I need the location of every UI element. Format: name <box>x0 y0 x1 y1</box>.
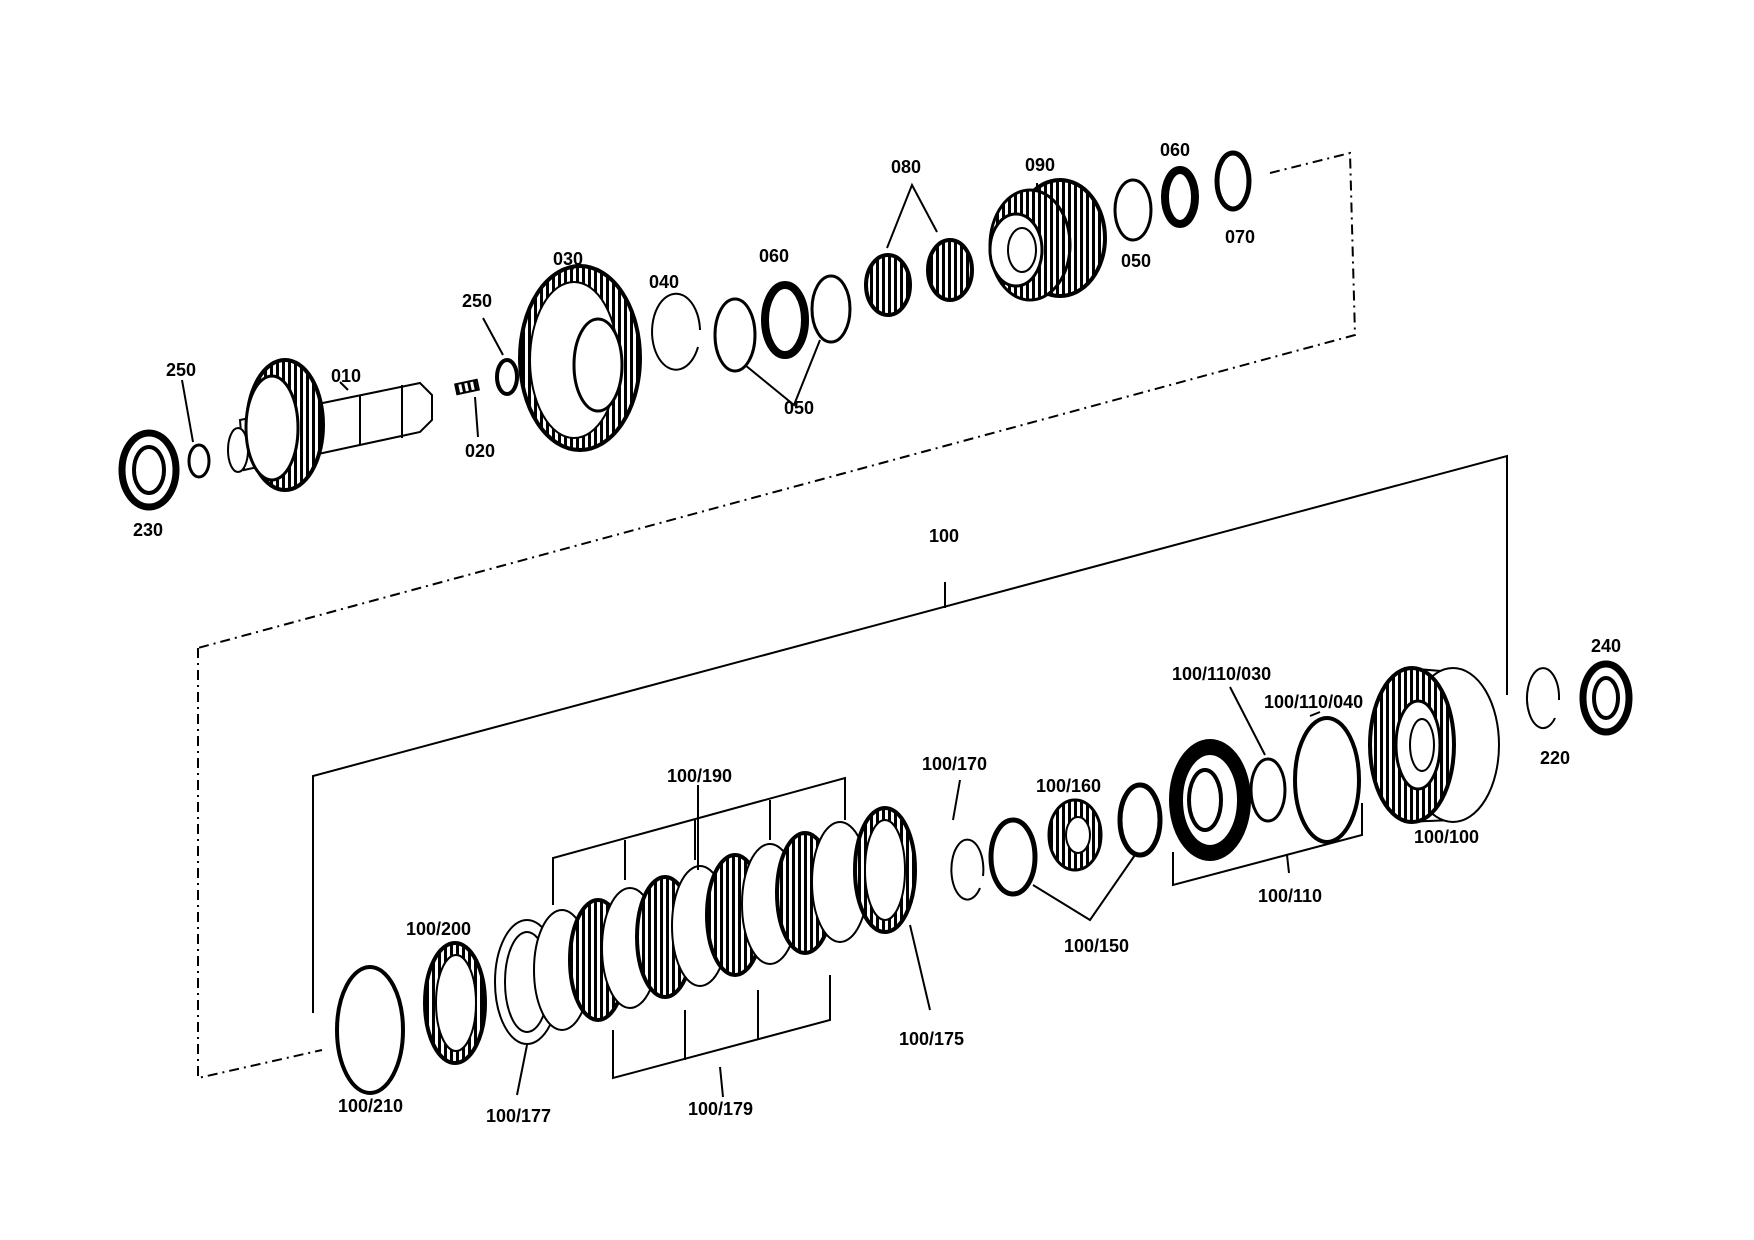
part-230-bearing <box>118 429 180 511</box>
label-100-200: 100/200 <box>406 919 471 939</box>
part-240-bearing <box>1579 660 1633 736</box>
part-100-100-clutch-drum <box>1368 666 1500 824</box>
part-100-150-plate-a <box>988 817 1038 897</box>
leader-030 <box>570 267 574 273</box>
label-010: 010 <box>331 366 361 386</box>
label-090: 090 <box>1025 155 1055 175</box>
part-250-ring-b <box>495 358 519 396</box>
label-100-190: 100/190 <box>667 766 732 786</box>
label-100-100: 100/100 <box>1414 827 1479 847</box>
leader-100-175 <box>909 924 931 1011</box>
leader-100-177 <box>516 1044 528 1096</box>
leader-100-110 <box>1286 854 1290 874</box>
bracket-100-110 <box>1172 803 1363 887</box>
part-050-shim-c <box>1113 178 1153 242</box>
label-250a: 250 <box>166 360 196 380</box>
label-060b: 060 <box>1160 140 1190 160</box>
label-230: 230 <box>133 520 163 540</box>
bracket-100-179 <box>612 975 831 1080</box>
label-100-179: 100/179 <box>688 1099 753 1119</box>
part-220-snap-ring <box>1526 667 1561 730</box>
part-050-shim-b <box>810 274 852 344</box>
leader-250a <box>181 379 194 443</box>
part-040-snap-ring <box>651 292 701 371</box>
leader-010 <box>339 381 349 391</box>
label-070: 070 <box>1225 227 1255 247</box>
label-030: 030 <box>553 249 583 269</box>
part-070-ring <box>1214 150 1252 212</box>
part-060-washer-b <box>1161 166 1199 228</box>
part-100-150-plate-b <box>1117 782 1163 858</box>
part-060-washer-a <box>761 281 809 359</box>
label-080: 080 <box>891 157 921 177</box>
label-100: 100 <box>929 526 959 546</box>
part-010-shaft <box>227 358 433 492</box>
leader-250b <box>482 317 504 356</box>
label-100-110-030: 100/110/030 <box>1172 664 1271 684</box>
label-100-150: 100/150 <box>1064 936 1129 956</box>
part-100-110-piston <box>1169 739 1251 861</box>
label-100-110-040: 100/110/040 <box>1264 692 1363 712</box>
label-250b: 250 <box>462 291 492 311</box>
label-100-110: 100/110 <box>1258 886 1322 906</box>
leader-100-179 <box>719 1066 724 1098</box>
label-220: 220 <box>1540 748 1570 768</box>
part-080-needle-bearings <box>864 238 974 317</box>
part-100-110-030-ring <box>1249 757 1287 823</box>
leader-020 <box>474 396 479 438</box>
part-clutch-disc-pack <box>533 806 917 1031</box>
label-100-170: 100/170 <box>922 754 987 774</box>
part-100-200-disc <box>423 941 487 1065</box>
part-090-gear <box>988 178 1107 302</box>
label-050a: 050 <box>784 398 814 418</box>
part-020-pin <box>454 378 480 396</box>
leader-100-110-030 <box>1229 686 1266 756</box>
leader-100-170 <box>952 779 961 821</box>
label-020: 020 <box>465 441 495 461</box>
leader-100-150 <box>1032 854 1136 922</box>
part-050-shim-a <box>713 297 757 373</box>
label-040: 040 <box>649 272 679 292</box>
part-100-210-seal-ring <box>335 965 405 1095</box>
leader-100-110-040 <box>1309 711 1321 717</box>
label-100-160: 100/160 <box>1036 776 1101 796</box>
assembly-100-bracket <box>312 454 1508 1013</box>
assembly-line-lower <box>197 648 323 1080</box>
label-050b: 050 <box>1121 251 1151 271</box>
part-250-snap-ring <box>187 443 211 479</box>
label-240: 240 <box>1591 636 1621 656</box>
part-100-160-spring <box>1047 798 1103 872</box>
leader-050a <box>744 339 821 407</box>
part-100-170-snap-ring <box>950 838 985 901</box>
part-030-gear <box>518 264 642 452</box>
assembly-line-upper <box>197 151 1357 649</box>
label-100-175: 100/175 <box>899 1029 964 1049</box>
part-100-110-040-ring <box>1293 716 1361 844</box>
label-060a: 060 <box>759 246 789 266</box>
label-100-177: 100/177 <box>486 1106 551 1126</box>
label-100-210: 100/210 <box>338 1096 403 1116</box>
leader-080 <box>886 182 938 249</box>
